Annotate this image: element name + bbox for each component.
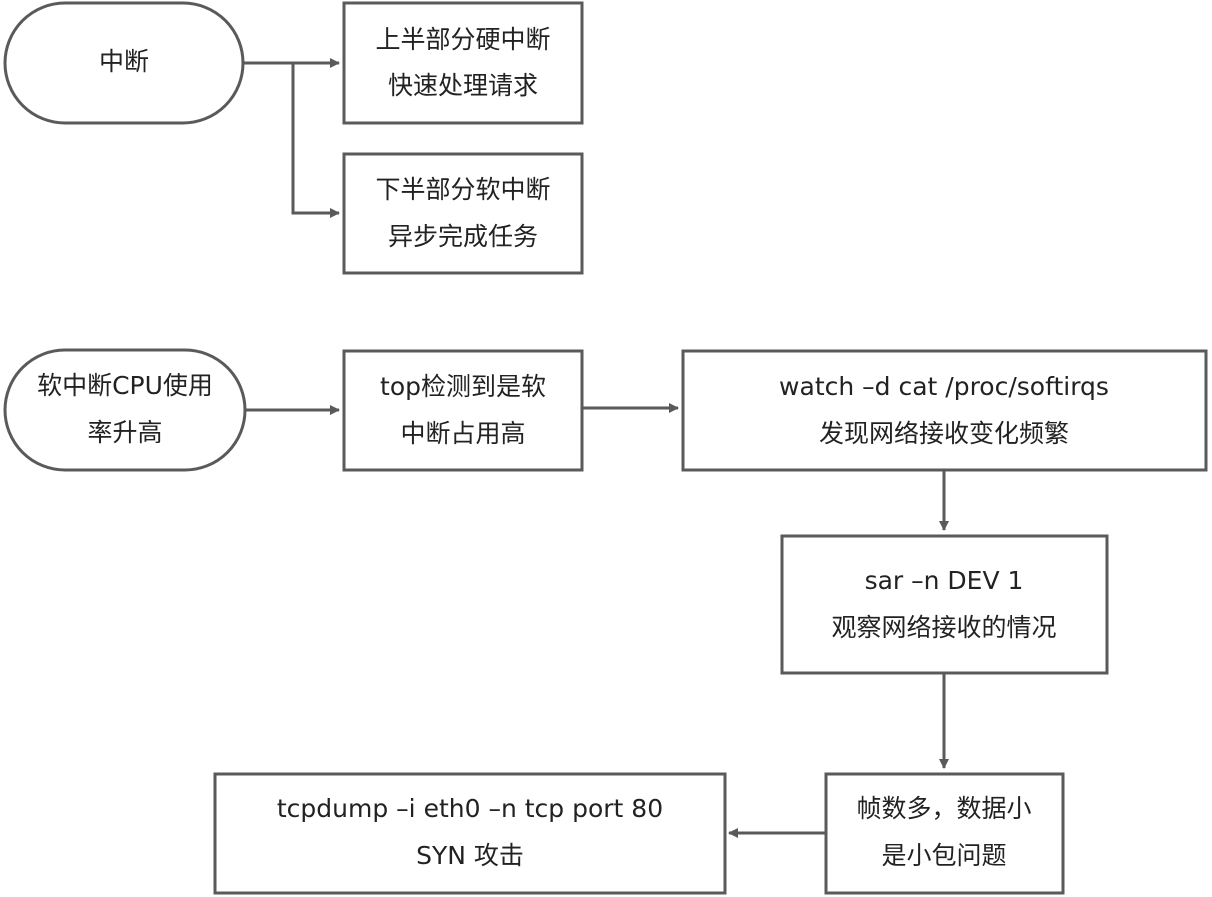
node-softirq-cpu-high: 软中断CPU使用 率升高 [3, 348, 247, 472]
node-small-packets-line-2: 是小包问题 [881, 841, 1006, 870]
node-interrupt-line-1: 中断 [99, 47, 149, 76]
node-tcpdump-syn-line-2: SYN 攻击 [416, 841, 524, 870]
node-watch-softirqs-line-1: watch –d cat /proc/softirqs [779, 372, 1109, 401]
node-softirq-cpu-high-line-1: 软中断CPU使用 [37, 371, 213, 400]
node-interrupt: 中断 [3, 1, 245, 125]
node-tcpdump-syn-line-1: tcpdump –i eth0 –n tcp port 80 [277, 794, 663, 823]
node-top-half: 上半部分硬中断 快速处理请求 [342, 1, 584, 125]
node-watch-softirqs-line-2: 发现网络接收变化频繁 [819, 419, 1069, 448]
edges [243, 58, 949, 838]
node-softirq-cpu-high-line-2: 率升高 [87, 418, 162, 447]
edge-interrupt-to-bottom-half [291, 63, 340, 218]
node-sar-dev-line-2: 观察网络接收的情况 [831, 613, 1056, 642]
node-tcpdump-syn: tcpdump –i eth0 –n tcp port 80 SYN 攻击 [213, 772, 727, 895]
node-watch-softirqs: watch –d cat /proc/softirqs 发现网络接收变化频繁 [681, 349, 1208, 472]
node-bottom-half: 下半部分软中断 异步完成任务 [342, 152, 584, 275]
node-sar-dev-line-1: sar –n DEV 1 [865, 566, 1024, 595]
node-bottom-half-line-2: 异步完成任务 [388, 222, 538, 251]
node-top-detect-line-2: 中断占用高 [400, 419, 525, 448]
node-small-packets: 帧数多，数据小 是小包问题 [824, 772, 1065, 895]
node-sar-dev: sar –n DEV 1 观察网络接收的情况 [780, 534, 1109, 675]
node-top-detect-line-1: top检测到是软 [380, 372, 546, 401]
node-top-half-line-2: 快速处理请求 [388, 71, 538, 100]
node-bottom-half-line-1: 下半部分软中断 [375, 175, 550, 204]
node-top-half-line-1: 上半部分硬中断 [375, 25, 550, 54]
node-small-packets-line-1: 帧数多，数据小 [856, 794, 1031, 823]
node-top-detect: top检测到是软 中断占用高 [342, 349, 584, 472]
